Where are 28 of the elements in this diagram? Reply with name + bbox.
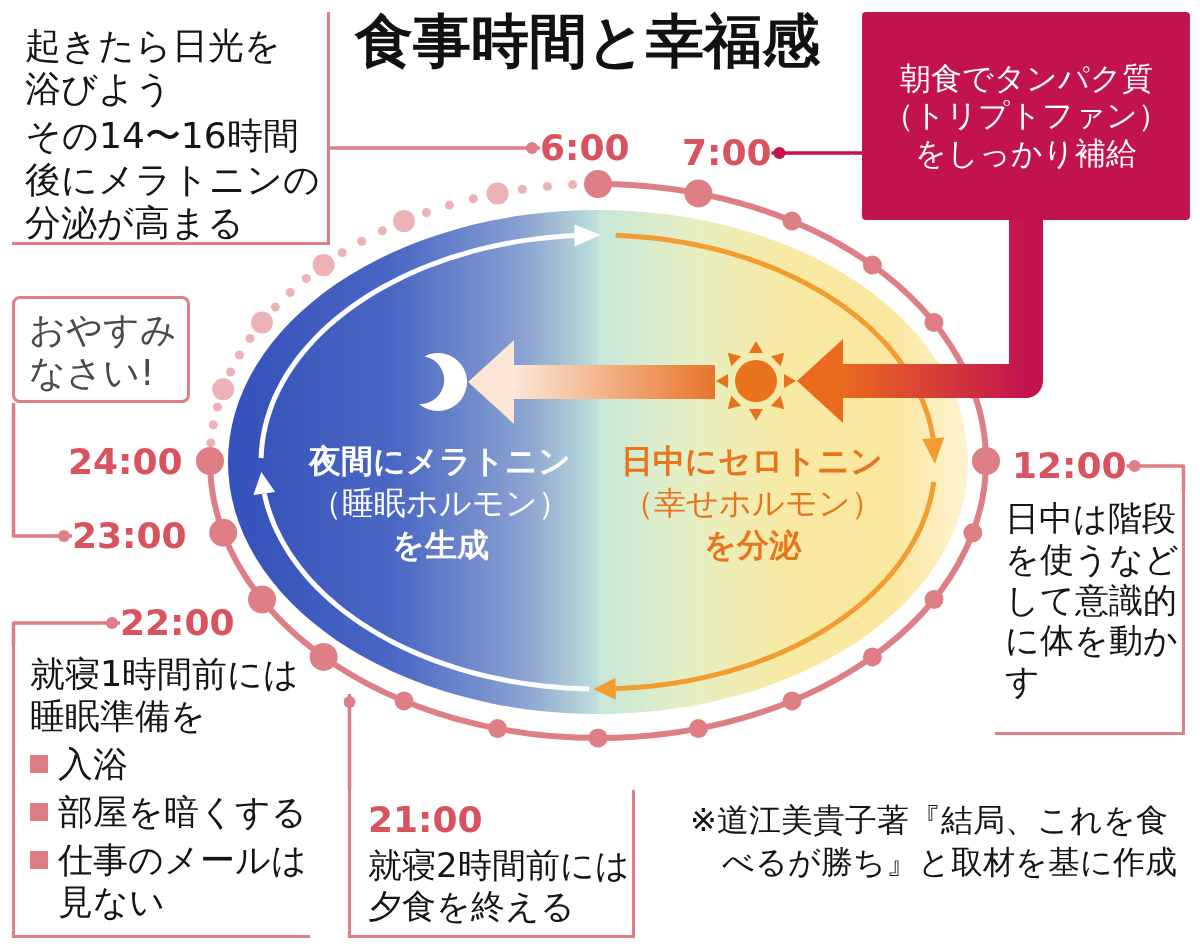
callout-text: 就寝2時間前には夕食を終える [368,845,631,927]
list-item-text: 仕事のメールは見ない [58,839,308,923]
list-item-text: 入浴 [58,743,129,785]
callout-heading: 起きたら日光を浴びよう [25,24,282,111]
list-item-text: 部屋を暗くする [58,791,308,833]
callout-text: おやすみなさい! [29,308,178,395]
time-label: 24:00 [68,442,183,482]
callout-text: その14〜16時間後にメラトニンの分泌が高まる [25,114,321,244]
callout-box [995,490,1185,735]
leader-line [11,617,120,645]
time-label: 12:00 [1012,446,1127,486]
callout-box [12,296,190,403]
callout-box [12,645,310,938]
diagram-title: 食事時間と幸福感 [355,8,820,75]
leader-line [771,147,862,159]
leader-line [330,142,540,154]
callout-box [348,790,635,938]
time-label: 7:00 [682,133,772,173]
callout-box [862,12,1190,220]
source-note: ※道江美貴子著『結局、これを食べるが勝ち』と取材を基に作成 [690,800,1178,883]
time-label: 23:00 [72,516,187,556]
time-label: 21:00 [368,798,484,842]
callout-text: 日中は階段を使うなどして意識的に体を動かす [1005,498,1180,702]
leader-line [11,403,72,542]
callout-text: 朝食でタンパク質（トリプトファン）をしっかり補給 [882,60,1170,172]
time-label: 6:00 [540,128,630,168]
leader-line [1126,460,1186,490]
callout-box [12,12,330,245]
